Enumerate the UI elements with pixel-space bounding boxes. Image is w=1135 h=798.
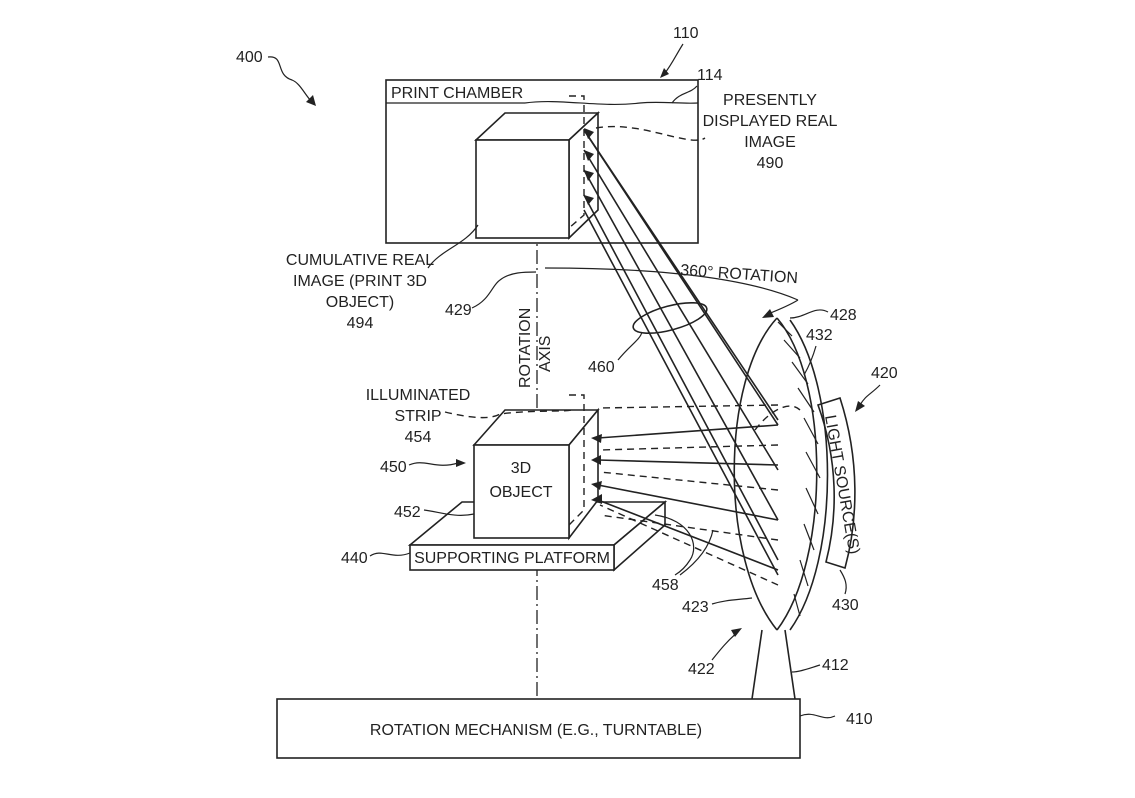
leader-412 (791, 664, 821, 673)
ref-114: 114 (697, 67, 723, 84)
object-label-line1: 3D (511, 460, 531, 477)
leader-460 (617, 331, 643, 361)
ref-429: 429 (445, 302, 472, 319)
rotation-360-label: 360° ROTATION (680, 262, 799, 287)
ref-422: 422 (688, 661, 715, 678)
leader-490 (595, 125, 706, 141)
lens-outer-arc (789, 319, 829, 631)
leader-430 (839, 569, 847, 595)
rotation-mechanism-label: ROTATION MECHANISM (E.G., TURNTABLE) (370, 722, 702, 739)
presently-displayed-image-outline (568, 95, 585, 229)
arrowhead-422 (731, 628, 742, 637)
illuminated-strip-outline (568, 394, 585, 526)
ref-428: 428 (830, 307, 857, 324)
leader-458-b (679, 529, 714, 576)
cumulative-label-line1: CUMULATIVE REAL (286, 252, 434, 269)
leader-110 (664, 43, 684, 74)
ref-494: 494 (347, 315, 374, 332)
leader-429 (471, 271, 537, 309)
leader-422 (711, 631, 739, 661)
lens-hatch (777, 321, 821, 617)
rotation-axis-label-line2: AXIS (537, 336, 554, 372)
ray-arrowhead-3 (584, 170, 594, 181)
presently-label-line2: DISPLAYED REAL (703, 113, 838, 130)
arrowhead-420 (855, 401, 865, 412)
supporting-platform-label: SUPPORTING PLATFORM (414, 550, 610, 567)
rotation-axis-label-line1: ROTATION (517, 308, 534, 388)
ref-400: 400 (236, 49, 263, 66)
platform-front (409, 544, 615, 571)
ref-452: 452 (394, 504, 421, 521)
object-label-line2: OBJECT (489, 484, 552, 501)
stand-right (784, 629, 796, 700)
obj-arrowhead-4 (591, 494, 602, 504)
ref-460: 460 (588, 359, 615, 376)
ref-454: 454 (405, 429, 432, 446)
arrowhead-110 (660, 68, 669, 78)
ref-450: 450 (380, 459, 407, 476)
ref-440: 440 (341, 550, 368, 567)
leader-420 (859, 384, 881, 406)
leader-432 (803, 345, 817, 376)
light-source-panel (816, 396, 856, 570)
ref-423: 423 (682, 599, 709, 616)
illuminated-label-line1: ILLUMINATED (366, 387, 471, 404)
ray-arrowhead-4 (584, 195, 594, 205)
ref-412: 412 (822, 657, 849, 674)
ref-432: 432 (806, 327, 833, 344)
ref-490: 490 (757, 155, 784, 172)
obj-arrowhead-3 (591, 481, 602, 490)
leader-458-a (654, 514, 695, 576)
ref-458: 458 (652, 577, 679, 594)
cumulative-label-line3: OBJECT) (326, 294, 394, 311)
print-chamber-label: PRINT CHAMBER (391, 85, 523, 102)
lens-back-arc (776, 317, 818, 631)
leader-454 (444, 409, 573, 419)
leader-494 (427, 224, 479, 269)
stand-left (751, 629, 763, 700)
arrowhead-450 (456, 459, 466, 467)
rotation-arc-tail (767, 299, 799, 315)
object-rays (597, 424, 779, 571)
leader-452 (423, 509, 475, 516)
obj-arrowhead-2 (591, 455, 601, 465)
presently-label-line1: PRESENTLY (723, 92, 817, 109)
ray-arrowhead-2 (584, 150, 594, 161)
cube-front-face (475, 139, 570, 239)
leader-423 (711, 597, 753, 605)
leader-440 (369, 552, 411, 557)
fluid-surface-line (524, 100, 699, 106)
ref-430: 430 (832, 597, 859, 614)
rotation-mechanism-box (276, 698, 801, 759)
obj-arrowhead-1 (591, 434, 602, 443)
leader-450 (408, 462, 459, 466)
ref-420: 420 (871, 365, 898, 382)
internal-dashed-arc (754, 405, 801, 431)
illuminated-label-line2: STRIP (394, 408, 441, 425)
rotation-arc (544, 267, 799, 301)
arrowhead-400 (306, 95, 316, 106)
arrowhead-rotation (762, 309, 774, 318)
object-dashed-rays (599, 404, 779, 586)
leader-114 (671, 85, 698, 104)
cumulative-label-line2: IMAGE (PRINT 3D (293, 273, 427, 290)
object-front-face (473, 444, 570, 539)
presently-label-line3: IMAGE (744, 134, 796, 151)
leader-428 (789, 309, 829, 319)
ref-110: 110 (673, 25, 699, 42)
leader-410 (799, 713, 836, 719)
ref-410: 410 (846, 711, 873, 728)
lens-front-arc (733, 317, 778, 631)
beam-cross-section-ellipse (632, 301, 708, 335)
ray-arrowhead-1 (584, 128, 594, 139)
leader-400 (267, 56, 313, 103)
